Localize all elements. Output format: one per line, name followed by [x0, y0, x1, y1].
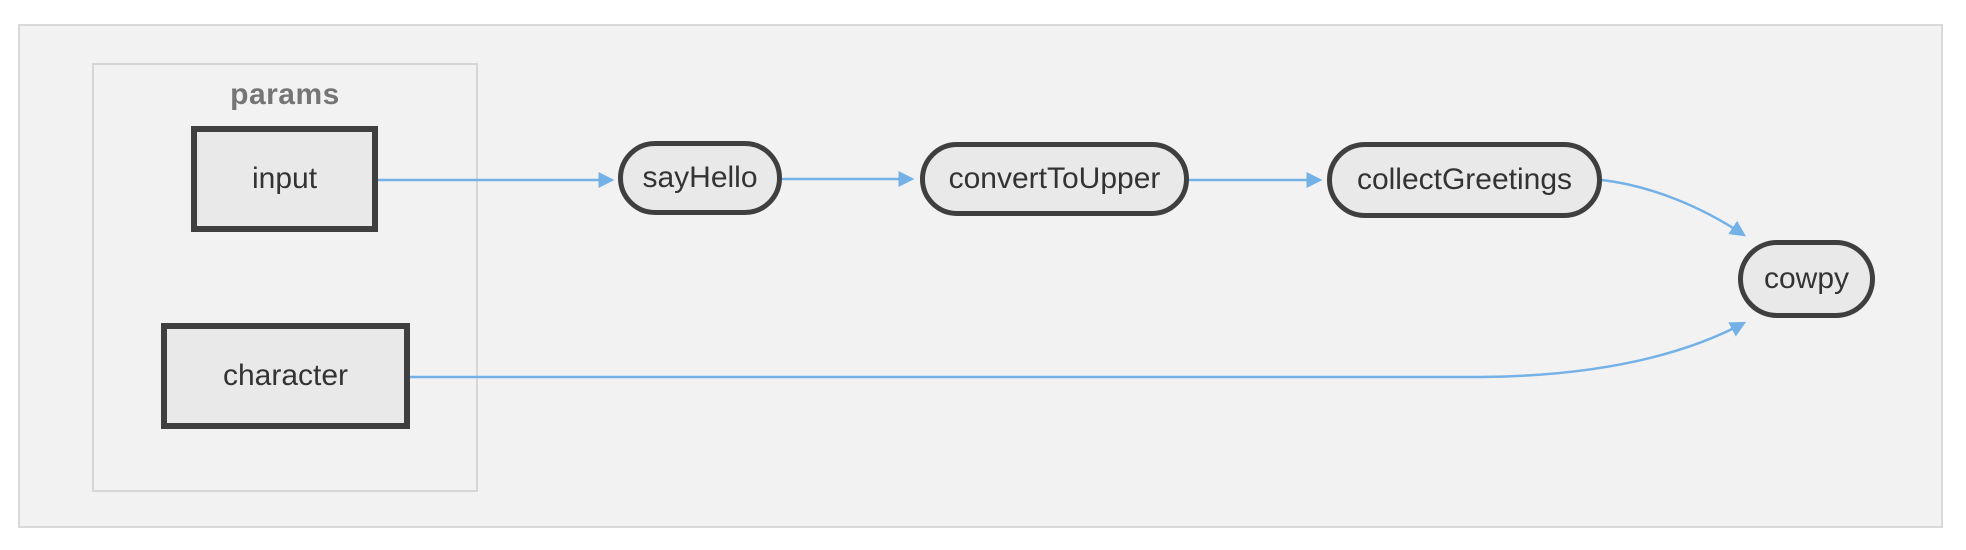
node-cowpy-label: cowpy	[1763, 262, 1850, 295]
params-group-box: params	[92, 63, 478, 492]
node-input-label: input	[251, 162, 318, 195]
node-collectgreetings-label: collectGreetings	[1356, 163, 1573, 196]
node-character[interactable]: character	[161, 323, 410, 429]
node-character-label: character	[222, 359, 349, 392]
node-input[interactable]: input	[191, 126, 378, 232]
diagram-container	[18, 24, 1943, 528]
node-collectgreetings[interactable]: collectGreetings	[1327, 142, 1602, 218]
node-converttoupper-label: convertToUpper	[948, 162, 1161, 195]
node-sayhello[interactable]: sayHello	[618, 141, 782, 215]
node-sayhello-label: sayHello	[642, 161, 758, 194]
node-cowpy[interactable]: cowpy	[1738, 240, 1875, 318]
params-group-label: params	[230, 78, 340, 111]
node-converttoupper[interactable]: convertToUpper	[920, 142, 1189, 216]
